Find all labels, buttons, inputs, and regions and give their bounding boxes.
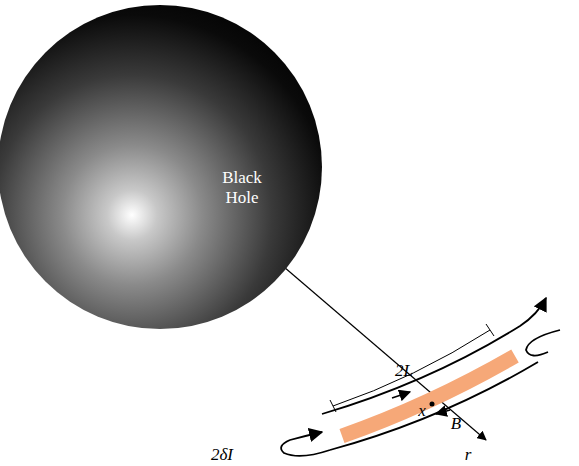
field-line-lower <box>330 362 538 450</box>
dimension-bracket <box>333 330 490 406</box>
bracket-tick <box>330 400 336 412</box>
current-arrow <box>392 392 410 398</box>
field-line-turn <box>526 330 560 356</box>
b-arrow <box>436 410 450 414</box>
field-line-left-hook <box>281 432 330 456</box>
bracket-tick <box>486 324 494 336</box>
point-x <box>430 402 435 407</box>
field-label: B <box>451 415 461 432</box>
axis-label: r <box>465 446 472 463</box>
current-label: 2δI <box>211 446 233 463</box>
dimension-label: 2L <box>395 362 413 379</box>
black-hole-sphere: Black Hole <box>0 5 322 329</box>
node-label: Black Hole <box>212 168 272 207</box>
orange-strip <box>342 356 515 436</box>
point-label: x <box>418 402 426 419</box>
radial-line <box>270 255 486 440</box>
field-line-upper <box>322 298 546 414</box>
